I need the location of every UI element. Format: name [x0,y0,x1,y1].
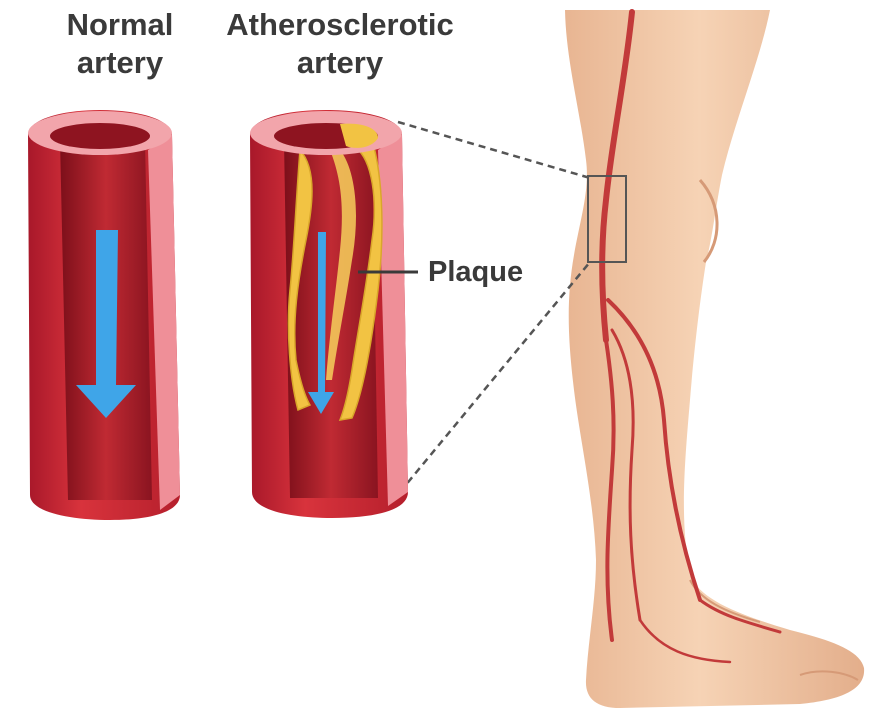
normal-artery-title-line2: artery [40,44,200,82]
atherosclerotic-artery-title: Atherosclerotic artery [208,6,472,82]
leg-illustration [565,10,864,708]
normal-artery-title: Normal artery [40,6,200,82]
zoom-line-top [398,122,590,178]
normal-artery [28,110,180,520]
athero-artery-title-line1: Atherosclerotic [208,6,472,44]
plaque-label: Plaque [428,254,523,290]
zoom-connector-lines [398,122,590,492]
normal-artery-title-line1: Normal [40,6,200,44]
normal-artery-opening [50,123,150,149]
zoom-line-bottom [400,262,590,492]
athero-artery-title-line2: artery [208,44,472,82]
atherosclerotic-artery [250,110,418,518]
